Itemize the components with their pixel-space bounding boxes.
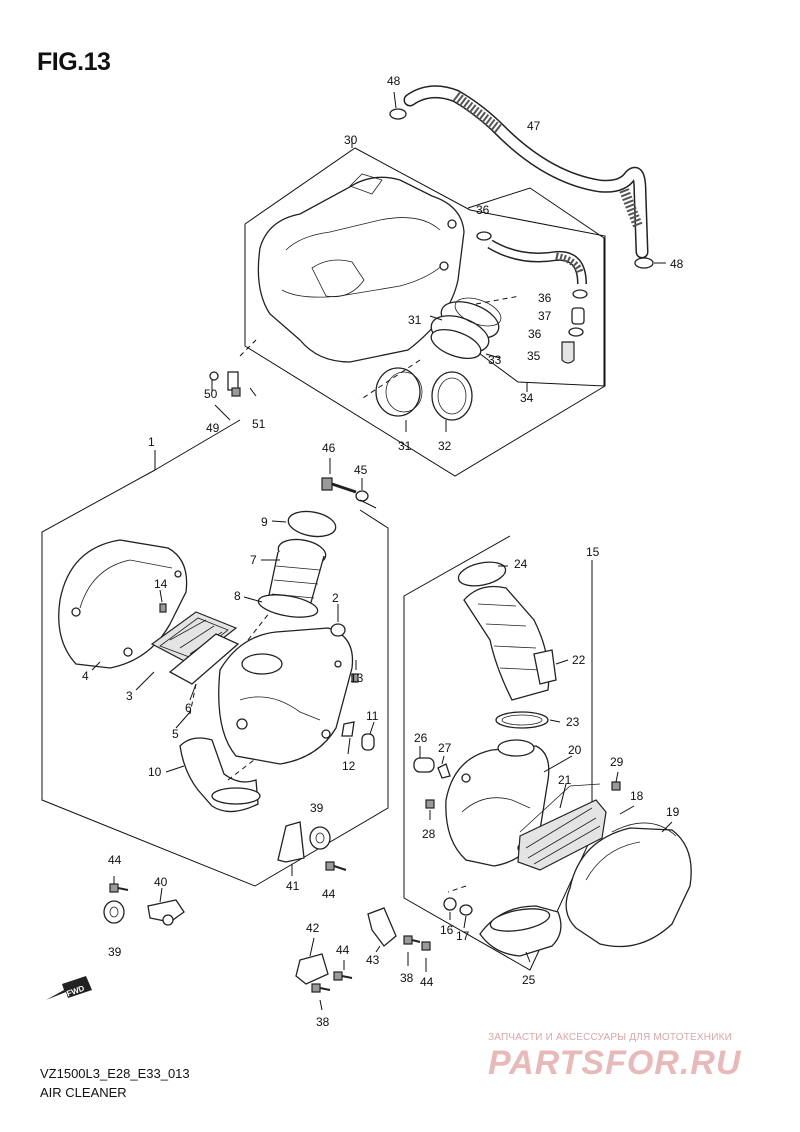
callout-29: 29	[610, 755, 624, 769]
group-15-box	[403, 535, 593, 971]
small-parts-group-1	[159, 603, 375, 751]
callout-50: 50	[204, 387, 218, 401]
bracket-42-38	[295, 937, 353, 1011]
callout-7: 7	[250, 553, 257, 567]
intake-boot	[257, 510, 337, 618]
filter-element-right	[517, 783, 607, 871]
cleaner-cover-right	[565, 822, 692, 948]
cleaner-box-body	[218, 627, 354, 765]
group-34-drain-box	[467, 187, 605, 392]
callout-26: 26	[414, 731, 428, 745]
callout-8: 8	[234, 589, 241, 603]
callout-34: 34	[520, 391, 534, 405]
callout-44: 44	[108, 853, 122, 867]
hose-clamp-48-top	[389, 91, 407, 120]
intake-boot-right	[457, 561, 557, 729]
callout-22: 22	[572, 653, 586, 667]
watermark-tagline: ЗАПЧАСТИ И АКСЕССУАРЫ ДЛЯ МОТОТЕХНИКИ	[488, 1032, 733, 1043]
bracket-41-39	[277, 821, 347, 876]
callout-31: 31	[408, 313, 422, 327]
bolt-45-46	[321, 458, 369, 502]
callout-24: 24	[514, 557, 528, 571]
watermark-logo: PARTSFOR.RU	[488, 1044, 742, 1082]
callout-27: 27	[438, 741, 452, 755]
callout-31: 31	[398, 439, 412, 453]
callout-32: 32	[438, 439, 452, 453]
callout-51: 51	[252, 417, 266, 431]
intake-duct-31-lower	[375, 367, 473, 421]
callout-10: 10	[148, 765, 162, 779]
callout-14: 14	[154, 577, 168, 591]
callout-36: 36	[476, 203, 490, 217]
callout-46: 46	[322, 441, 336, 455]
callout-36: 36	[528, 327, 542, 341]
callout-48: 48	[387, 74, 401, 88]
callout-40: 40	[154, 875, 168, 889]
callout-4: 4	[82, 669, 89, 683]
filter-element	[150, 611, 240, 685]
callout-35: 35	[527, 349, 541, 363]
callout-23: 23	[566, 715, 580, 729]
callout-25: 25	[522, 973, 536, 987]
air-cleaner-case	[257, 173, 465, 363]
group-1-box	[41, 419, 389, 887]
callout-13: 13	[350, 671, 364, 685]
callout-39: 39	[108, 945, 122, 959]
callout-11: 11	[366, 709, 379, 723]
callout-44: 44	[336, 943, 350, 957]
callout-44: 44	[322, 887, 336, 901]
callout-44: 44	[420, 975, 434, 989]
callout-17: 17	[456, 929, 470, 943]
callout-5: 5	[172, 727, 179, 741]
callout-43: 43	[366, 953, 380, 967]
hose-clamp-48-right	[634, 257, 666, 269]
callout-33: 33	[488, 353, 502, 367]
callout-30: 30	[344, 133, 358, 147]
callout-18: 18	[630, 789, 644, 803]
callout-36: 36	[538, 291, 552, 305]
callout-42: 42	[306, 921, 320, 935]
callout-28: 28	[422, 827, 436, 841]
callout-45: 45	[354, 463, 368, 477]
callout-38: 38	[400, 971, 414, 985]
callout-39: 39	[310, 801, 324, 815]
callout-38: 38	[316, 1015, 330, 1029]
callout-19: 19	[666, 805, 680, 819]
intake-duct-31-upper	[430, 297, 502, 360]
bolt-set-49	[209, 371, 257, 397]
cleaner-cover-left	[58, 539, 188, 669]
callout-41: 41	[286, 879, 300, 893]
bracket-43-38	[367, 907, 431, 972]
callout-16: 16	[440, 923, 454, 937]
callout-20: 20	[568, 743, 582, 757]
figure-title: FIG.13	[37, 48, 111, 76]
section-name: AIR CLEANER	[40, 1085, 127, 1100]
callout-21: 21	[558, 773, 572, 787]
callout-12: 12	[342, 759, 356, 773]
callout-2: 2	[332, 591, 339, 605]
callout-48: 48	[670, 257, 684, 271]
callout-9: 9	[261, 515, 268, 529]
group-30-case-box	[244, 138, 606, 477]
callout-1: 1	[148, 435, 155, 449]
callout-6: 6	[185, 701, 192, 715]
bracket-40-39	[103, 876, 185, 926]
forward-direction-arrow	[46, 976, 92, 1000]
diagram-code: VZ1500L3_E28_E33_013	[40, 1066, 190, 1081]
small-parts-group-15	[413, 757, 621, 916]
callout-3: 3	[126, 689, 133, 703]
breather-hose	[403, 85, 649, 259]
drain-hose	[476, 231, 588, 364]
callout-37: 37	[538, 309, 552, 323]
callout-47: 47	[527, 119, 541, 133]
callout-15: 15	[586, 545, 600, 559]
duct-25	[447, 885, 562, 957]
duct-10	[179, 737, 261, 813]
callout-49: 49	[206, 421, 220, 435]
